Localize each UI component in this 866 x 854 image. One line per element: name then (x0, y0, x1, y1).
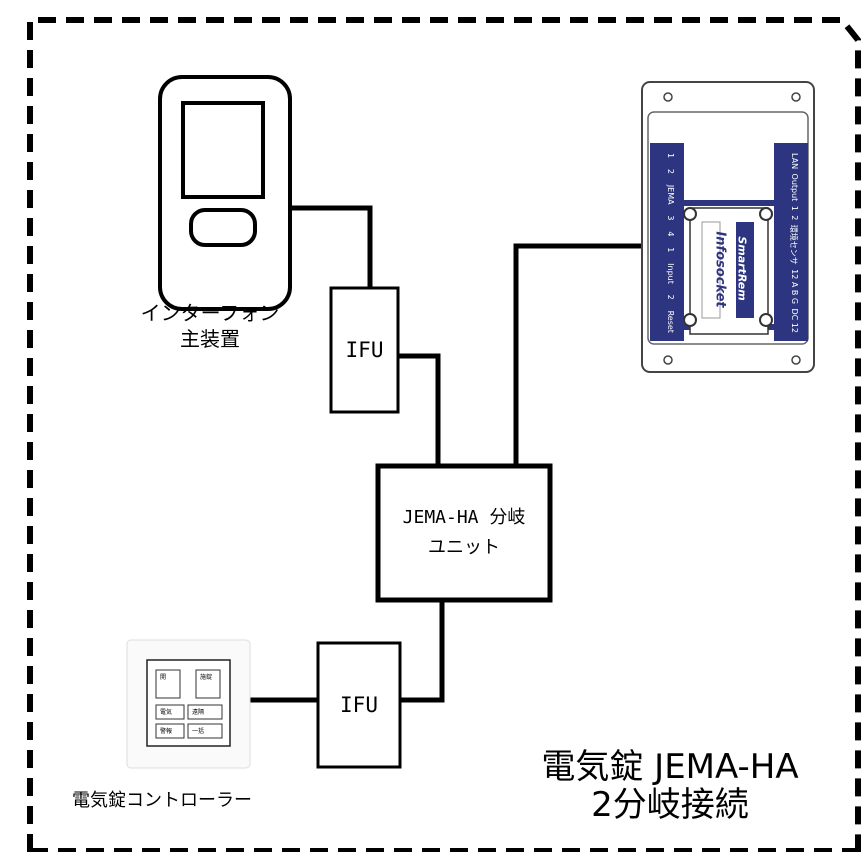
output-label: Output (790, 173, 799, 202)
ifu-bottom-label: IFU (340, 693, 378, 717)
jema-label: JEMA (666, 184, 675, 205)
jema-port-2: 2 (666, 168, 675, 174)
input-port-2: 2 (666, 294, 675, 300)
controller-btn-label-3: 電気 (160, 709, 173, 716)
intercom-label: インターフォン 主装置 (110, 300, 310, 352)
diagram-title-line1: 電気錠 JEMA-HA (541, 747, 799, 787)
infosocket-right-band (774, 143, 808, 341)
output-port-1: 1 (790, 205, 799, 211)
screw-icon (791, 355, 801, 365)
controller-device (126, 639, 251, 769)
controller-btn-label-1: 開 (160, 674, 167, 681)
branch-unit-label: JEMA-HA 分岐 ユニット (378, 466, 550, 600)
wire-branch-infosocket (513, 243, 646, 466)
intercom-screen (181, 101, 265, 199)
infosocket-right-labels: LAN Output 1 2 環境センサ 12 A B G DC 12 (785, 153, 799, 333)
intercom-button (189, 208, 257, 247)
infosocket-left-band (650, 143, 684, 341)
infosocket-brand-line2: Infosocket (712, 231, 728, 308)
screw-icon (663, 92, 673, 102)
jema-port-3: 3 (666, 215, 675, 221)
branch-unit-label-line1: JEMA-HA 分岐 (402, 507, 526, 528)
infosocket-brand: SmartRem (736, 209, 749, 329)
intercom-label-line2: 主装置 (180, 327, 240, 351)
controller-btn-4 (187, 704, 223, 720)
diagram-title-line2: 2分岐接続 (591, 785, 749, 825)
controller-btn-label-5: 警報 (160, 728, 173, 735)
controller-btn-1 (155, 669, 181, 699)
intercom-device (158, 75, 292, 311)
infosocket-left-labels: 1 2 JEMA 3 4 1 Input 2 Reset (661, 153, 675, 333)
controller-btn-3 (155, 704, 185, 720)
input-port-1: 1 (666, 247, 675, 253)
jema-port-4: 4 (666, 231, 675, 237)
ifu-top-label: IFU (345, 338, 384, 362)
dashed-frame (27, 17, 861, 852)
controller-btn-label-4: 遠隔 (192, 709, 205, 716)
controller-label: 電気錠コントローラー (72, 790, 252, 811)
screw-icon (791, 92, 801, 102)
jema-port-1: 1 (666, 153, 675, 159)
intercom-label-line1: インターフォン (140, 301, 280, 325)
dc-label: DC 12 (790, 308, 799, 333)
sensor-label: 環境センサ (789, 224, 798, 265)
branch-unit-label-line2: ユニット (428, 537, 500, 558)
wire-branch-ifu (400, 600, 445, 703)
controller-btn-2 (195, 669, 221, 699)
infosocket-brand-2: Infosocket (713, 210, 728, 330)
screw-icon (663, 355, 673, 365)
wire-intercom-ifu (288, 205, 373, 288)
wire-ifu-branch (398, 353, 441, 466)
controller-btn-label-6: 一括 (192, 728, 205, 735)
controller-btn-5 (155, 723, 185, 739)
branch-unit-box (375, 463, 553, 603)
infosocket-brand-line1: SmartRem (735, 236, 749, 301)
connection-lines (250, 205, 646, 703)
diagram-title: 電気錠 JEMA-HA 2分岐接続 (520, 748, 820, 824)
controller-btn-label-2: 施錠 (200, 674, 213, 681)
ifu-bottom-box (316, 641, 402, 769)
ifu-top-box (329, 286, 400, 414)
lan-label: LAN (790, 153, 799, 170)
infosocket-device (641, 81, 815, 373)
input-label: Input (666, 263, 675, 284)
reset-label: Reset (666, 310, 675, 333)
sensor-pins: 12 A B G (790, 269, 799, 305)
controller-btn-6 (187, 723, 223, 739)
output-port-2: 2 (790, 215, 799, 221)
